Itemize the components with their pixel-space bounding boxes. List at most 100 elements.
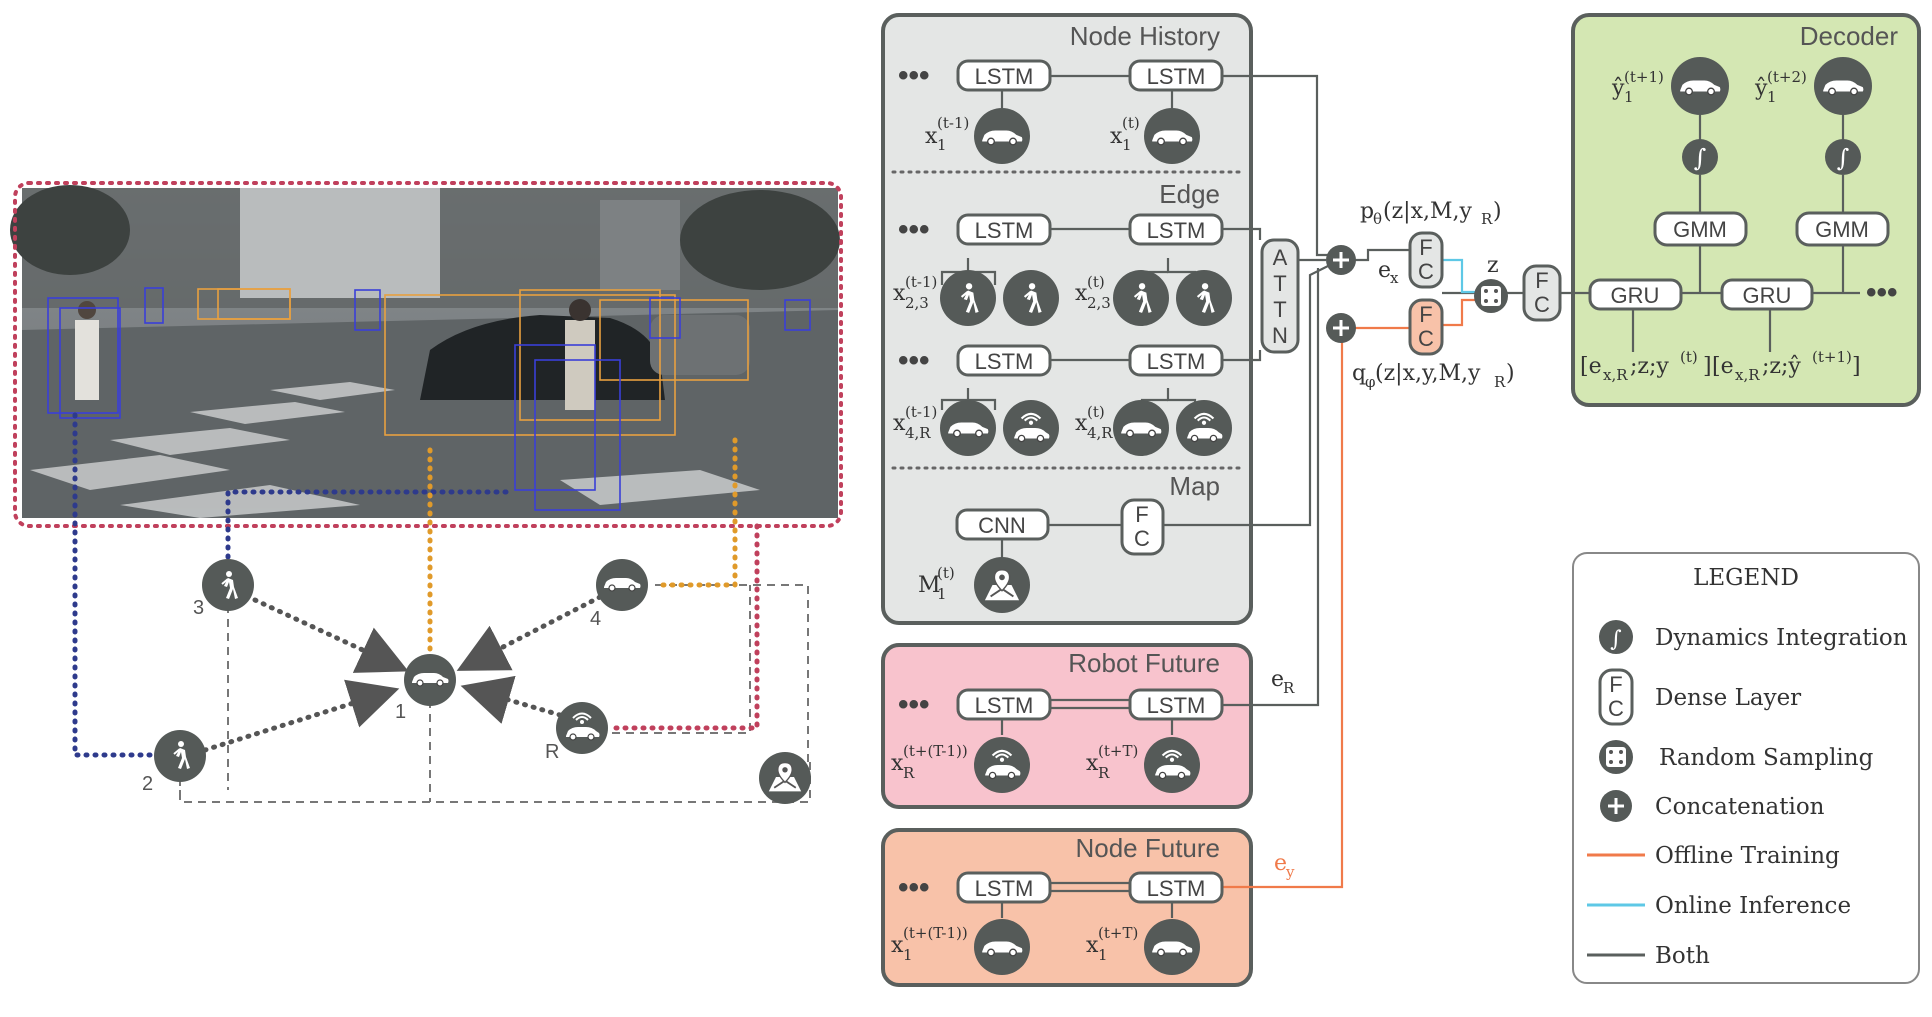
svg-text:4,R: 4,R bbox=[905, 424, 931, 442]
svg-text:(t+1): (t+1) bbox=[1812, 348, 1852, 366]
svg-text:2: 2 bbox=[142, 773, 153, 795]
svg-text:R: R bbox=[1283, 679, 1295, 697]
svg-text:C: C bbox=[1134, 526, 1150, 551]
concat-circle-2 bbox=[1326, 313, 1356, 343]
svg-text:[e: [e bbox=[1712, 354, 1734, 379]
pedestrian-icon bbox=[940, 270, 996, 326]
svg-text:p: p bbox=[1360, 199, 1374, 224]
decoder-title: Decoder bbox=[1800, 21, 1899, 51]
svg-text:(t): (t) bbox=[937, 564, 955, 582]
svg-text:C: C bbox=[1418, 326, 1434, 351]
svg-text:x: x bbox=[893, 281, 906, 306]
svg-text:ŷ: ŷ bbox=[1754, 76, 1768, 101]
svg-text:T: T bbox=[1273, 297, 1286, 322]
svg-text:x: x bbox=[925, 124, 938, 149]
svg-text:(t+(T-1)): (t+(T-1)) bbox=[903, 924, 968, 942]
label-z: z bbox=[1487, 253, 1499, 278]
svg-text:(t): (t) bbox=[1087, 273, 1105, 291]
svg-text:CNN: CNN bbox=[978, 513, 1026, 538]
svg-text:F: F bbox=[1135, 502, 1148, 527]
car-icon bbox=[974, 919, 1030, 975]
gru-1: GRU bbox=[1588, 278, 1683, 311]
dice-icon bbox=[1474, 279, 1508, 313]
svg-text:;z;y: ;z;y bbox=[1630, 354, 1669, 379]
svg-text:(t): (t) bbox=[1087, 403, 1105, 421]
svg-text:): ) bbox=[1493, 199, 1502, 224]
svg-text:): ) bbox=[1506, 361, 1515, 386]
svg-text:(z|x,M,y: (z|x,M,y bbox=[1383, 199, 1473, 224]
cnn-map: CNN bbox=[955, 508, 1050, 541]
svg-text:GRU: GRU bbox=[1743, 283, 1792, 308]
lstm-edge-1a: LSTM bbox=[956, 213, 1052, 246]
svg-text:y: y bbox=[1285, 863, 1295, 881]
label-M1-t: M1(t) bbox=[918, 564, 955, 603]
graph-node-3: 3 bbox=[193, 559, 254, 619]
node-history-title: Node History bbox=[1070, 21, 1220, 51]
offline-online-connections bbox=[1222, 258, 1476, 889]
svg-text:e: e bbox=[1378, 258, 1391, 283]
svg-text:M: M bbox=[918, 573, 941, 598]
car-icon bbox=[1814, 57, 1872, 115]
svg-text:Concatenation: Concatenation bbox=[1655, 794, 1825, 820]
ellipsis: ••• bbox=[898, 213, 930, 246]
label-gru-input-1: [e x,R ;z;y (t) ] bbox=[1580, 348, 1712, 384]
svg-text:2,3: 2,3 bbox=[905, 294, 929, 312]
svg-text:LSTM: LSTM bbox=[975, 876, 1034, 901]
fc-decoder-in: F C bbox=[1522, 264, 1562, 322]
svg-text:∫: ∫ bbox=[1837, 144, 1850, 172]
scene-frame bbox=[13, 181, 843, 528]
graph-node-4: 4 bbox=[590, 559, 648, 630]
svg-text:(t+T): (t+T) bbox=[1098, 742, 1138, 760]
lstm-node-future-1: LSTM bbox=[956, 871, 1052, 904]
gmm-2: GMM bbox=[1795, 211, 1890, 247]
svg-text:1: 1 bbox=[1122, 136, 1132, 154]
svg-text:F: F bbox=[1609, 672, 1622, 697]
svg-text:x,R: x,R bbox=[1735, 366, 1760, 384]
label-gru-input-2: [e x,R ;z;ŷ (t+1) ] bbox=[1712, 348, 1861, 384]
lstm-edge-1b: LSTM bbox=[1128, 213, 1224, 246]
legend-online: Online Inference bbox=[1587, 893, 1851, 919]
label-ex: ex bbox=[1378, 258, 1399, 287]
legend-concat: Concatenation bbox=[1600, 790, 1825, 822]
ellipsis: ••• bbox=[898, 344, 930, 377]
map-icon bbox=[974, 557, 1030, 613]
edge-title: Edge bbox=[1159, 179, 1220, 209]
svg-text:φ: φ bbox=[1365, 373, 1376, 391]
svg-text:x: x bbox=[1075, 281, 1088, 306]
pedestrian-icon bbox=[1113, 270, 1169, 326]
lstm-robot-future-2: LSTM bbox=[1128, 688, 1224, 721]
graph-node-robot: R bbox=[545, 702, 608, 763]
svg-text:(t+T): (t+T) bbox=[1098, 924, 1138, 942]
svg-text:GMM: GMM bbox=[1815, 217, 1869, 242]
svg-text:ŷ: ŷ bbox=[1611, 76, 1625, 101]
svg-text:;z;ŷ: ;z;ŷ bbox=[1762, 354, 1801, 379]
svg-text:]: ] bbox=[1852, 354, 1861, 379]
svg-text:R: R bbox=[903, 764, 915, 782]
svg-text:N: N bbox=[1272, 323, 1288, 348]
lstm-edge-2b: LSTM bbox=[1128, 344, 1224, 377]
concat-circle-1 bbox=[1326, 245, 1356, 275]
svg-text:x: x bbox=[891, 933, 904, 958]
robot-car-icon bbox=[1144, 737, 1200, 793]
gru-2: GRU bbox=[1720, 278, 1814, 311]
map-title: Map bbox=[1169, 471, 1220, 501]
node-future-title: Node Future bbox=[1075, 833, 1220, 863]
svg-text:LSTM: LSTM bbox=[1147, 218, 1206, 243]
svg-text:∫: ∫ bbox=[1610, 627, 1622, 652]
svg-text:R: R bbox=[1481, 210, 1493, 228]
svg-text:F: F bbox=[1419, 302, 1432, 327]
svg-text:LSTM: LSTM bbox=[975, 693, 1034, 718]
fc-posterior: F C bbox=[1408, 298, 1444, 356]
integral-icon-1: ∫ bbox=[1682, 139, 1718, 175]
svg-text:]: ] bbox=[1703, 354, 1712, 379]
svg-text:2,3: 2,3 bbox=[1087, 294, 1111, 312]
svg-text:1: 1 bbox=[937, 136, 947, 154]
lstm-edge-2a: LSTM bbox=[956, 344, 1052, 377]
svg-text:x,R: x,R bbox=[1603, 366, 1628, 384]
